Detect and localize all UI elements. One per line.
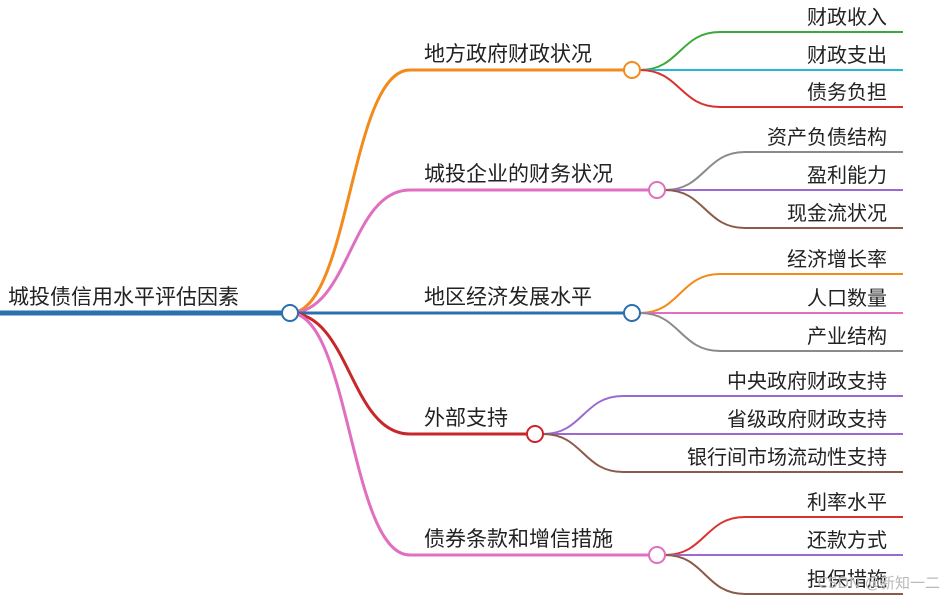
leaf-connector: [664, 554, 903, 595]
leaf-label: 还款方式: [807, 528, 887, 552]
watermark: CSDN @新知一二: [817, 574, 940, 592]
leaf-connector: [542, 395, 903, 435]
leaf-label: 中央政府财政支持: [727, 369, 887, 393]
leaf-connector: [664, 189, 903, 229]
leaf-label: 现金流状况: [787, 201, 887, 225]
root-label: 城投债信用水平评估因素: [8, 285, 239, 309]
leaf-connector: [664, 516, 903, 556]
branch-node[interactable]: [623, 61, 641, 79]
leaf-label: 资产负债结构: [767, 125, 887, 149]
leaf-connector: [639, 31, 903, 71]
branch-node[interactable]: [526, 425, 544, 443]
branch-connector: [289, 188, 657, 315]
leaf-label: 利率水平: [807, 490, 887, 514]
branch-connector: [289, 311, 535, 436]
branch-label: 债券条款和增信措施: [424, 527, 613, 551]
leaf-label: 担保措施: [807, 567, 887, 591]
leaf-label: 人口数量: [807, 286, 887, 310]
branch-label: 地区经济发展水平: [424, 285, 592, 309]
root-node[interactable]: [281, 304, 299, 322]
branch-label: 城投企业的财务状况: [424, 162, 613, 186]
branch-label: 外部支持: [424, 406, 508, 430]
leaf-connector: [639, 273, 903, 314]
leaf-connector: [664, 151, 903, 191]
leaf-label: 产业结构: [807, 324, 887, 348]
branch-connector: [289, 68, 632, 315]
branch-node[interactable]: [648, 181, 666, 199]
leaf-label: 财政支出: [807, 43, 887, 67]
leaf-label: 债务负担: [807, 80, 887, 104]
branch-connector: [289, 311, 657, 557]
branch-node[interactable]: [648, 546, 666, 564]
leaf-label: 经济增长率: [787, 247, 887, 271]
branch-label: 地方政府财政状况: [424, 42, 592, 66]
leaf-label: 银行间市场流动性支持: [687, 445, 887, 469]
leaf-label: 盈利能力: [807, 163, 887, 187]
leaf-connector: [639, 69, 903, 108]
leaf-label: 省级政府财政支持: [727, 407, 887, 431]
leaf-label: 财政收入: [807, 5, 887, 29]
leaf-connector: [542, 433, 903, 473]
branch-node[interactable]: [623, 304, 641, 322]
leaf-connector: [639, 312, 903, 352]
